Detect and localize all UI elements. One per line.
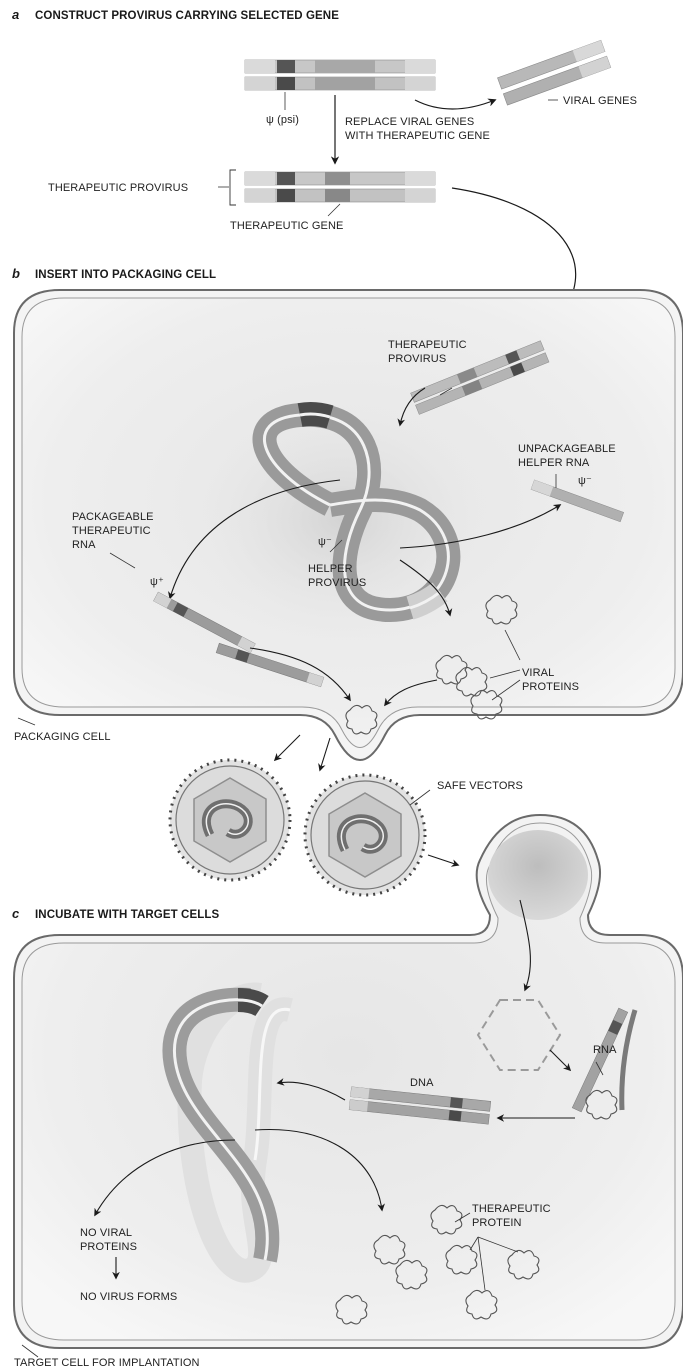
no-viral-proteins-label-1: NO VIRAL — [80, 1227, 132, 1239]
section-b: b INSERT INTO PACKAGING CELL THERAPEUTIC… — [12, 266, 683, 760]
vector-left — [170, 760, 290, 880]
section-a-title: CONSTRUCT PROVIRUS CARRYING SELECTED GEN… — [35, 10, 339, 22]
budding-vesicle — [488, 830, 588, 920]
therapeutic-provirus-a-label: THERAPEUTIC PROVIRUS — [48, 182, 188, 194]
unpackageable-label-1: UNPACKAGEABLE — [518, 443, 616, 455]
therapeutic-provirus-a — [245, 172, 435, 202]
replace-line-1: REPLACE VIRAL GENES — [345, 116, 474, 128]
psi-label: ψ (psi) — [266, 114, 299, 126]
packageable-label-3: RNA — [72, 539, 96, 551]
viral-proteins-label-1: VIRAL — [522, 667, 554, 679]
section-c-title: INCUBATE WITH TARGET CELLS — [35, 909, 219, 921]
section-b-letter: b — [12, 266, 20, 281]
safe-vectors: SAFE VECTORS — [170, 735, 523, 895]
psi-minus-right: ψ⁻ — [578, 475, 592, 487]
section-b-title: INSERT INTO PACKAGING CELL — [35, 269, 216, 281]
therapeutic-provirus-b-label-2: PROVIRUS — [388, 353, 446, 365]
safe-vectors-label: SAFE VECTORS — [437, 780, 523, 792]
target-cell-label: TARGET CELL FOR IMPLANTATION — [14, 1357, 200, 1369]
viral-genes-label: VIRAL GENES — [563, 95, 637, 107]
packageable-label-2: THERAPEUTIC — [72, 525, 151, 537]
helper-provirus-label-1: HELPER — [308, 563, 353, 575]
dna-label: DNA — [410, 1077, 434, 1089]
vector-right — [305, 775, 425, 895]
psi-plus-label: ψ⁺ — [150, 576, 164, 588]
therapeutic-protein-label-1: THERAPEUTIC — [472, 1203, 551, 1215]
no-virus-forms-label: NO VIRUS FORMS — [80, 1291, 177, 1303]
section-c: c INCUBATE WITH TARGET CELLS RNA DNA — [12, 815, 683, 1369]
therapeutic-provirus-b-label-1: THERAPEUTIC — [388, 339, 467, 351]
packaging-cell-label: PACKAGING CELL — [14, 731, 111, 743]
original-provirus — [245, 60, 435, 90]
helper-provirus-label-2: PROVIRUS — [308, 577, 366, 589]
therapeutic-protein-label-2: PROTEIN — [472, 1217, 522, 1229]
packageable-label-1: PACKAGEABLE — [72, 511, 154, 523]
no-viral-proteins-label-2: PROTEINS — [80, 1241, 137, 1253]
section-c-letter: c — [12, 906, 20, 921]
replace-line-2: WITH THERAPEUTIC GENE — [345, 130, 490, 142]
therapeutic-gene-label: THERAPEUTIC GENE — [230, 220, 343, 232]
viral-proteins-label-2: PROTEINS — [522, 681, 579, 693]
psi-minus-helper: ψ⁻ — [318, 536, 332, 548]
unpackageable-label-2: HELPER RNA — [518, 457, 590, 469]
section-a-letter: a — [12, 7, 19, 22]
rna-label: RNA — [593, 1044, 617, 1056]
